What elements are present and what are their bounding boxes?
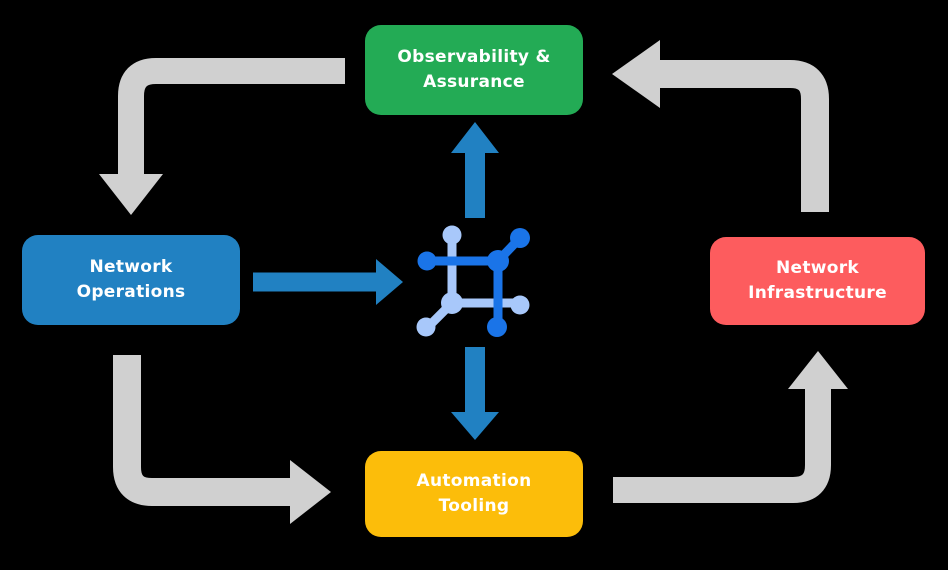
arrow-infrastructure-to-observability bbox=[612, 40, 829, 212]
node-label-line: Automation bbox=[416, 470, 532, 491]
node-label-line: Operations bbox=[76, 282, 186, 302]
node-label-line: Network bbox=[89, 256, 173, 277]
network-fabric-icon bbox=[416, 225, 530, 337]
arrow-operations-to-automation bbox=[113, 355, 331, 524]
arrow-operations-to-icon bbox=[253, 259, 403, 305]
node-automation-tooling: Automation Tooling bbox=[365, 451, 583, 537]
arrow-icon-to-automation bbox=[451, 347, 499, 440]
node-observability-assurance: Observability & Assurance bbox=[365, 25, 583, 115]
node-label-line: Tooling bbox=[438, 496, 510, 516]
arrow-icon-to-observability bbox=[451, 122, 499, 218]
arrow-automation-to-infrastructure bbox=[613, 351, 848, 503]
node-label-line: Network bbox=[775, 257, 860, 278]
node-label-line: Assurance bbox=[423, 72, 525, 92]
node-label-line: Infrastructure bbox=[748, 283, 887, 303]
node-network-operations: Network Operations bbox=[22, 235, 240, 325]
node-network-infrastructure: Network Infrastructure bbox=[710, 237, 925, 325]
arrow-observability-to-operations bbox=[99, 58, 345, 215]
node-label-line: Observability & bbox=[397, 46, 551, 67]
